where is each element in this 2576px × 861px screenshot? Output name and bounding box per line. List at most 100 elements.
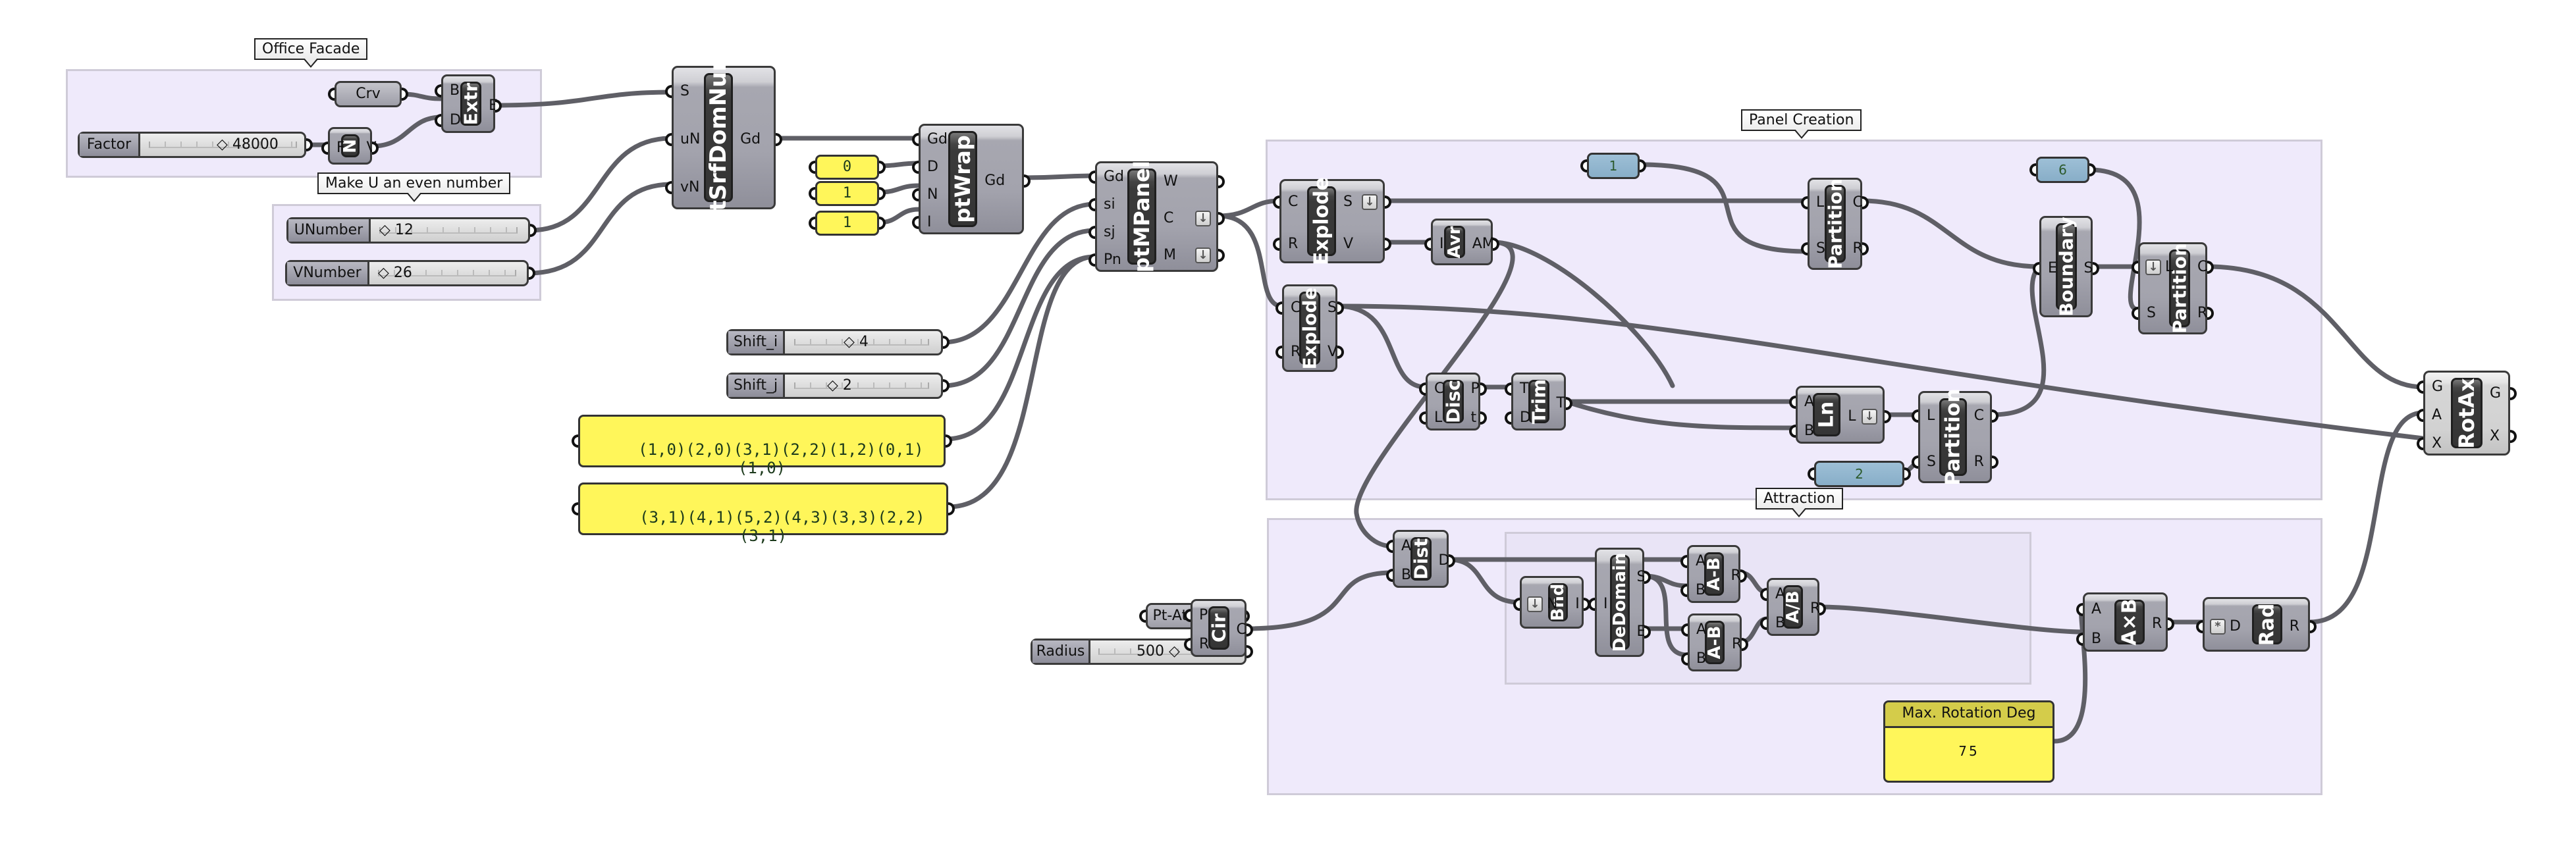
port-grip-out[interactable] [495,99,502,113]
port-grip-out[interactable] [1337,301,1344,315]
port-grip-in[interactable] [1386,540,1393,553]
port-grip-in[interactable] [1789,425,1796,438]
port-grip-in[interactable] [2033,262,2039,275]
port-grip-in[interactable] [1505,382,1511,396]
param-input-grip[interactable] [1139,610,1146,623]
param-input-grip[interactable] [809,161,815,174]
port-grip-in[interactable] [2417,408,2423,422]
port-grip-out[interactable] [2207,307,2214,320]
port-grip-out[interactable] [1992,456,1999,469]
port-grip-out[interactable] [1862,242,1869,255]
port-grip-in[interactable] [1088,198,1095,211]
port-grip-in[interactable] [1760,588,1767,601]
flatten-icon[interactable]: ↓ [1527,596,1543,612]
param-output-grip[interactable] [879,161,886,174]
slider-rail[interactable] [794,339,929,346]
port-grip-out[interactable] [1566,397,1572,410]
panel-wrap-d[interactable]: 0 [809,155,886,180]
port-grip-out[interactable] [2207,261,2214,274]
param-output-grip[interactable] [1247,645,1253,658]
param-output-grip[interactable] [943,336,950,349]
port-grip-out[interactable] [1992,409,1999,423]
port-grip-in[interactable] [1088,226,1095,239]
vnumber-slider[interactable]: VNumber ◇ 26 [285,260,535,286]
param-output-grip[interactable] [530,224,537,237]
port-grip-out[interactable] [1740,569,1747,583]
param-output-grip[interactable] [879,187,886,200]
port-grip-in[interactable] [912,133,919,146]
vnumber-slider-value[interactable]: ◇ 26 [378,265,412,281]
param-input-grip[interactable] [809,187,815,200]
port-grip-in[interactable] [912,216,919,229]
port-grip-out[interactable] [1644,570,1651,584]
port-grip-in[interactable] [1801,196,1808,209]
port-grip-in[interactable] [1912,409,1918,423]
port-grip-in[interactable] [1419,411,1426,425]
panel-pattern-2[interactable]: (3,1)(4,1)(5,2)(4,3)(3,3)(2,2) (3,1) [572,483,955,545]
port-grip-out[interactable] [1819,602,1826,615]
port-grip-in[interactable] [1513,598,1520,611]
flatten-icon[interactable]: ↓ [1195,248,1211,263]
panel-max-rotation[interactable]: Max. Rotation Deg 75 [1883,700,2054,783]
graft-icon[interactable]: * [2210,618,2226,635]
port-grip-in[interactable] [1760,617,1767,630]
port-grip-out[interactable] [1218,212,1225,225]
slider-rail[interactable] [378,270,516,276]
port-grip-in[interactable] [1184,609,1191,622]
slider-rail[interactable] [794,382,929,389]
port-grip-in[interactable] [1386,569,1393,582]
radius-slider-value[interactable]: 500 ◇ [1137,643,1180,660]
param-input-grip[interactable] [1808,467,1814,481]
param-output-grip[interactable] [948,502,955,515]
port-grip-in[interactable] [321,141,328,155]
port-grip-in[interactable] [435,113,441,127]
param-output-grip[interactable] [943,379,950,392]
panel-pattern-1[interactable]: (1,0)(2,0)(3,1)(2,2)(1,2)(0,1) (1,0) [572,415,952,477]
slider-rail[interactable] [149,142,297,148]
flatten-icon[interactable]: ↓ [1195,211,1211,226]
port-grip-in[interactable] [1505,411,1511,425]
flatten-icon[interactable]: ↓ [1862,409,1877,425]
port-grip-out[interactable] [1385,238,1391,251]
port-grip-in[interactable] [1912,456,1918,469]
shift-j-slider[interactable]: Shift_j ◇ 2 [726,373,950,399]
port-grip-out[interactable] [2510,429,2517,443]
port-grip-out[interactable] [1247,623,1253,637]
port-grip-in[interactable] [1273,238,1279,251]
param-input-grip[interactable] [2029,163,2036,176]
port-grip-out[interactable] [1480,382,1487,396]
number-partition-2-size[interactable]: 6 [2029,157,2096,183]
port-grip-in[interactable] [1680,584,1687,597]
param-output-grip[interactable] [879,217,886,230]
port-grip-in[interactable] [912,161,919,174]
param-output-grip[interactable] [2089,163,2096,176]
port-grip-in[interactable] [1275,301,1282,315]
shift-i-slider[interactable]: Shift_i ◇ 4 [726,329,950,355]
port-grip-in[interactable] [665,180,672,194]
port-grip-in[interactable] [2417,436,2423,450]
port-grip-in[interactable] [2076,602,2083,616]
port-grip-out[interactable] [1218,249,1225,262]
shift-j-slider-value[interactable]: ◇ 2 [827,377,852,394]
port-grip-out[interactable] [1742,638,1748,651]
slider-rail[interactable] [379,227,518,234]
port-grip-in[interactable] [2417,380,2423,394]
port-grip-in[interactable] [1419,382,1426,396]
port-grip-in[interactable] [1681,652,1688,665]
port-grip-out[interactable] [2168,617,2174,631]
port-grip-in[interactable] [435,84,441,98]
